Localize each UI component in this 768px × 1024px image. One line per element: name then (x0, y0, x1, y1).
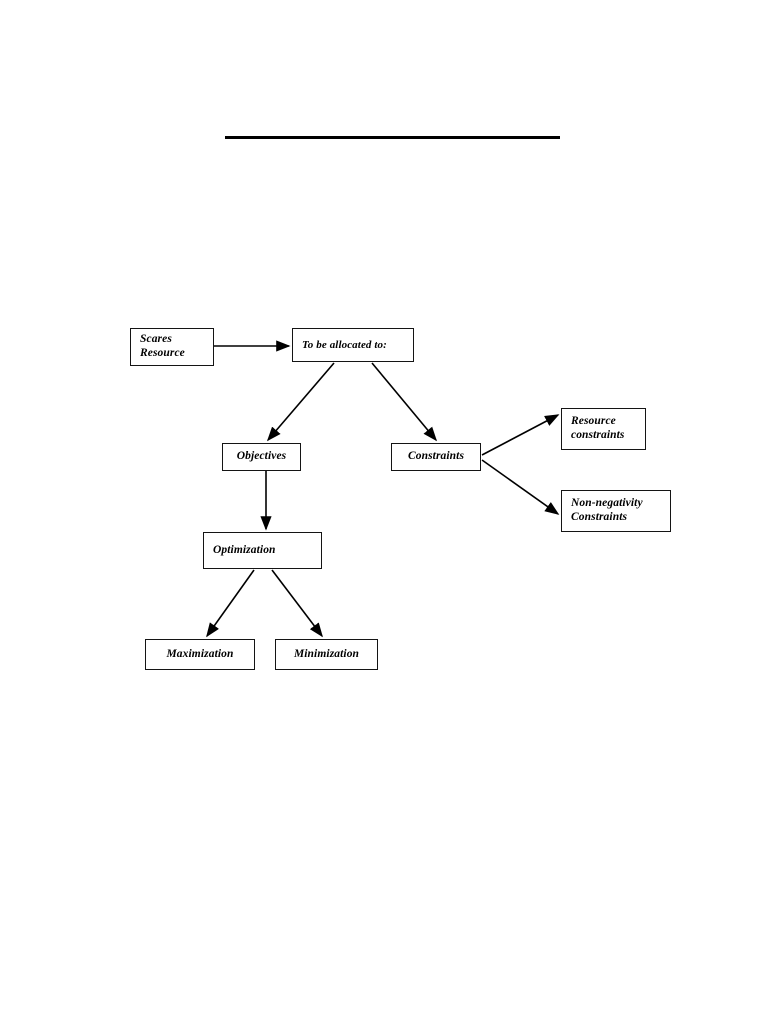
node-objectives: Objectives (222, 443, 301, 471)
node-label-objectives: Objectives (236, 450, 287, 463)
node-minimization: Minimization (275, 639, 378, 670)
edge-constraints-to-resource (481, 414, 560, 456)
node-constraints: Constraints (391, 443, 481, 471)
edge-optimization-to-maximization (206, 569, 255, 638)
node-label-resource-constraints: Resource constraints (571, 415, 625, 441)
node-label-scares-resource: Scares Resource (140, 333, 185, 359)
edge-constraints-to-nonneg (481, 459, 560, 515)
node-to-be-allocated-to: To be allocated to: (292, 328, 414, 362)
node-label-minimization: Minimization (293, 647, 360, 660)
node-optimization: Optimization (203, 532, 322, 569)
node-resource-constraints: Resource constraints (561, 408, 646, 450)
node-label-to-be-allocated-to: To be allocated to: (302, 338, 387, 351)
node-label-constraints: Constraints (407, 450, 465, 463)
node-non-negativity-constraints: Non-negativity Constraints (561, 490, 671, 532)
node-label-non-negativity-constraints: Non-negativity Constraints (571, 497, 643, 523)
edge-allocated-to-constraints (371, 362, 438, 442)
node-label-maximization: Maximization (166, 647, 234, 660)
edge-allocated-to-objectives (266, 362, 335, 442)
node-scares-resource: Scares Resource (130, 328, 214, 366)
node-maximization: Maximization (145, 639, 255, 670)
horizontal-rule (225, 136, 560, 139)
node-label-optimization: Optimization (213, 543, 276, 556)
edge-optimization-to-minimization (271, 569, 323, 638)
